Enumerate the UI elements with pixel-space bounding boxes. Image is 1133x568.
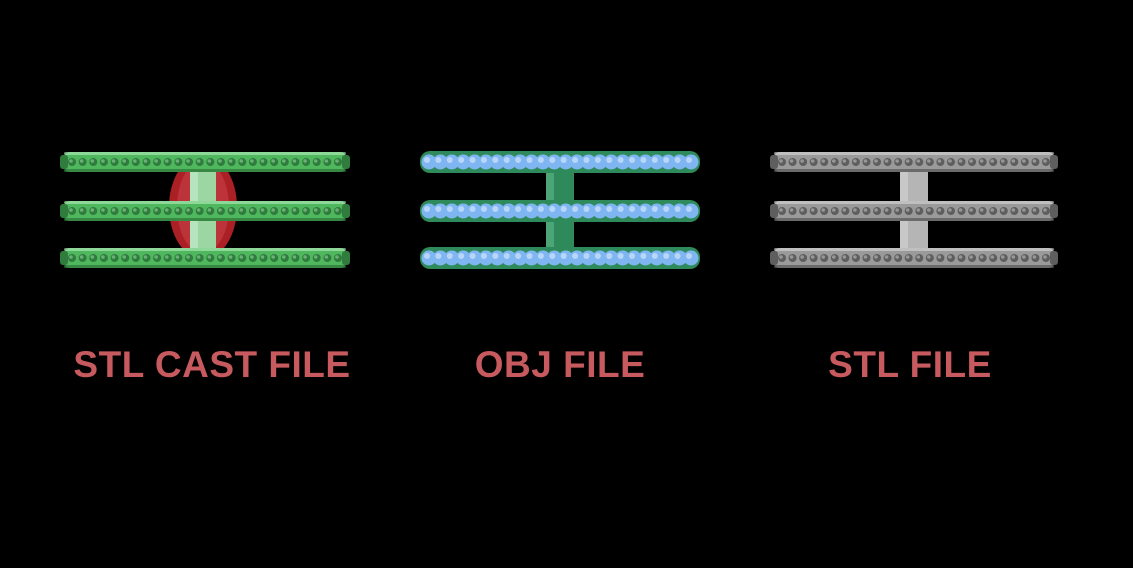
stl-file-label: STL FILE (828, 344, 992, 385)
stl-cast-file-label: STL CAST FILE (73, 344, 351, 385)
obj-file-label: OBJ FILE (474, 344, 646, 385)
ring-stack-cast-icon (60, 152, 350, 268)
ring-stack-obj-icon (420, 151, 700, 269)
ring-stack-stl-icon (770, 152, 1058, 268)
